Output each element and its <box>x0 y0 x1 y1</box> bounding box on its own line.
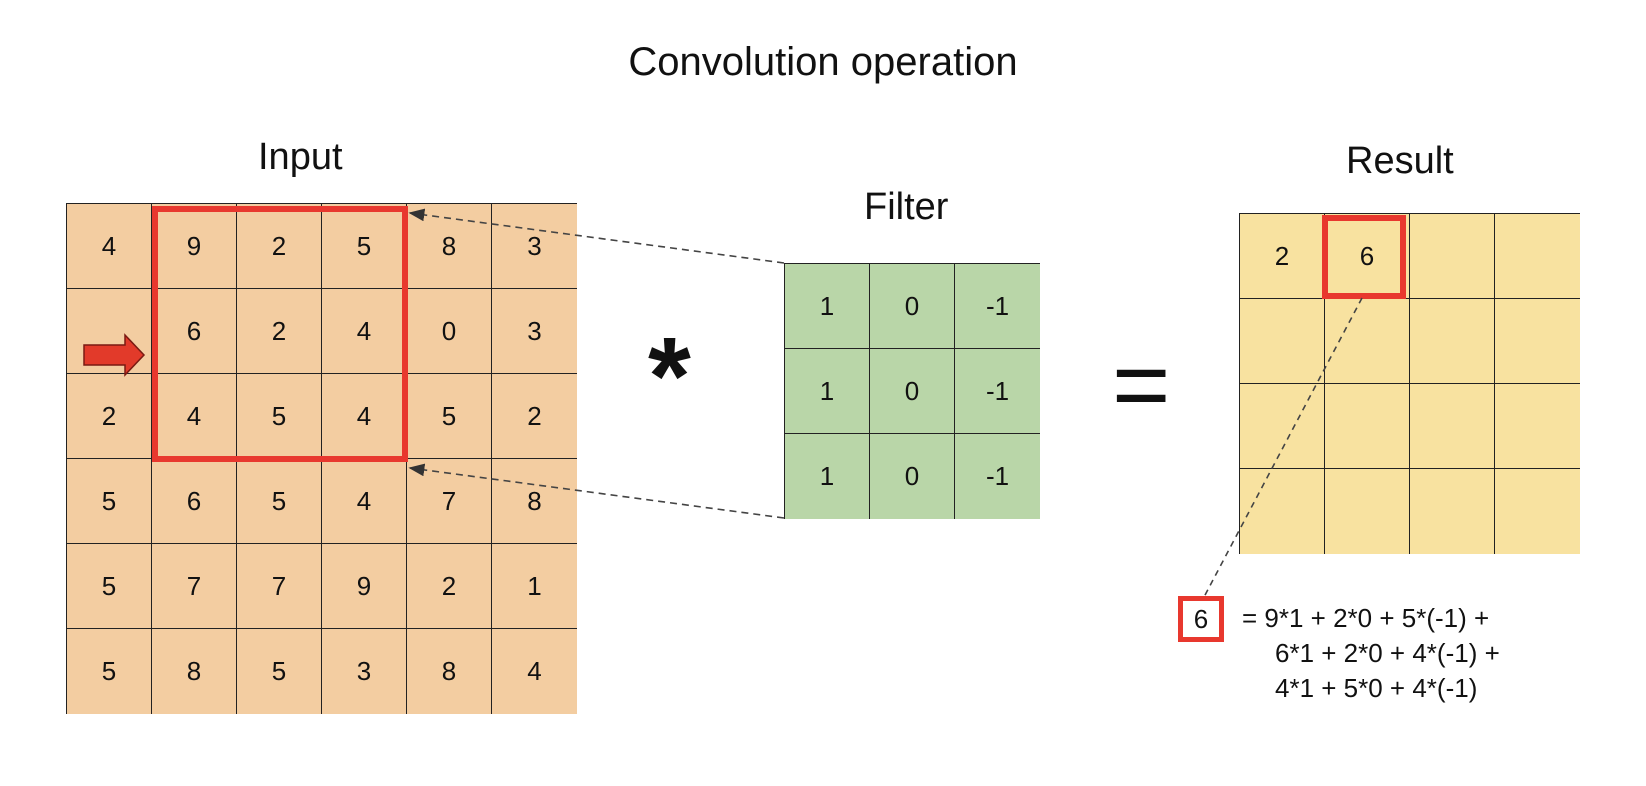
input-receptive-field-highlight <box>152 206 408 462</box>
input-cell: 3 <box>492 289 577 374</box>
input-cell: 8 <box>152 629 237 714</box>
bottom-connector-line <box>408 463 785 519</box>
result-cell <box>1240 384 1325 469</box>
filter-cell: -1 <box>955 264 1040 349</box>
input-cell: 2 <box>237 204 322 289</box>
input-cell: 0 <box>407 289 492 374</box>
result-formula-connector-line <box>1203 297 1363 598</box>
input-cell: 5 <box>237 459 322 544</box>
formula-line: = 9*1 + 2*0 + 5*(-1) + <box>1242 603 1490 633</box>
filter-cell: 1 <box>785 349 870 434</box>
formula-line: 6*1 + 2*0 + 4*(-1) + <box>1275 638 1500 668</box>
result-cell <box>1410 469 1495 554</box>
filter-cell: 0 <box>870 349 955 434</box>
result-cell: 6 <box>1325 214 1410 299</box>
result-cell <box>1240 299 1325 384</box>
result-cell <box>1410 299 1495 384</box>
input-cell: 4 <box>322 289 407 374</box>
result-cell <box>1410 214 1495 299</box>
input-cell: 4 <box>152 374 237 459</box>
input-cell: 7 <box>237 544 322 629</box>
input-cell: 5 <box>67 629 152 714</box>
input-cell: 2 <box>67 374 152 459</box>
convolution-operator: * <box>648 315 691 438</box>
result-cell-highlight <box>1322 215 1406 299</box>
input-cell: 3 <box>492 204 577 289</box>
result-cell <box>1495 299 1580 384</box>
filter-cell: 0 <box>870 264 955 349</box>
filter-cell: 1 <box>785 434 870 519</box>
input-cell: 1 <box>492 544 577 629</box>
result-cell <box>1495 214 1580 299</box>
input-cell: 8 <box>407 629 492 714</box>
result-cell <box>1325 469 1410 554</box>
result-cell: 2 <box>1240 214 1325 299</box>
input-cell: 3 <box>322 629 407 714</box>
input-label: Input <box>258 136 343 178</box>
filter-cell: 1 <box>785 264 870 349</box>
input-cell: 5 <box>67 544 152 629</box>
result-cell <box>1240 469 1325 554</box>
filter-cell: -1 <box>955 349 1040 434</box>
input-cell: 8 <box>492 459 577 544</box>
input-cell: 9 <box>322 544 407 629</box>
input-cell: 2 <box>492 374 577 459</box>
result-cell <box>1495 384 1580 469</box>
result-cell <box>1410 384 1495 469</box>
input-cell: 2 <box>407 544 492 629</box>
row-pointer-arrow-icon <box>83 333 146 377</box>
filter-label: Filter <box>864 186 949 228</box>
result-cell <box>1495 469 1580 554</box>
input-cell: 4 <box>492 629 577 714</box>
formula-result-value: 6 <box>1178 596 1224 642</box>
input-cell: 5 <box>67 459 152 544</box>
input-cell: 6 <box>152 459 237 544</box>
input-cell: 6 <box>152 289 237 374</box>
result-cell <box>1325 384 1410 469</box>
input-cell: 4 <box>67 204 152 289</box>
input-cell: 5 <box>237 374 322 459</box>
input-cell: 8 <box>407 204 492 289</box>
input-cell: 5 <box>322 204 407 289</box>
input-cell: 5 <box>407 374 492 459</box>
filter-cell: 0 <box>870 434 955 519</box>
equals-operator: = <box>1112 329 1171 441</box>
diagram-title: Convolution operation <box>628 40 1018 84</box>
result-label: Result <box>1346 140 1454 182</box>
input-cell: 2 <box>237 289 322 374</box>
input-cell: 7 <box>152 544 237 629</box>
input-cell: 9 <box>152 204 237 289</box>
input-cell: 4 <box>322 374 407 459</box>
input-cell: 5 <box>237 629 322 714</box>
input-cell: 4 <box>322 459 407 544</box>
filter-cell: -1 <box>955 434 1040 519</box>
top-connector-line <box>408 208 785 264</box>
formula-line: 4*1 + 5*0 + 4*(-1) <box>1275 673 1478 703</box>
